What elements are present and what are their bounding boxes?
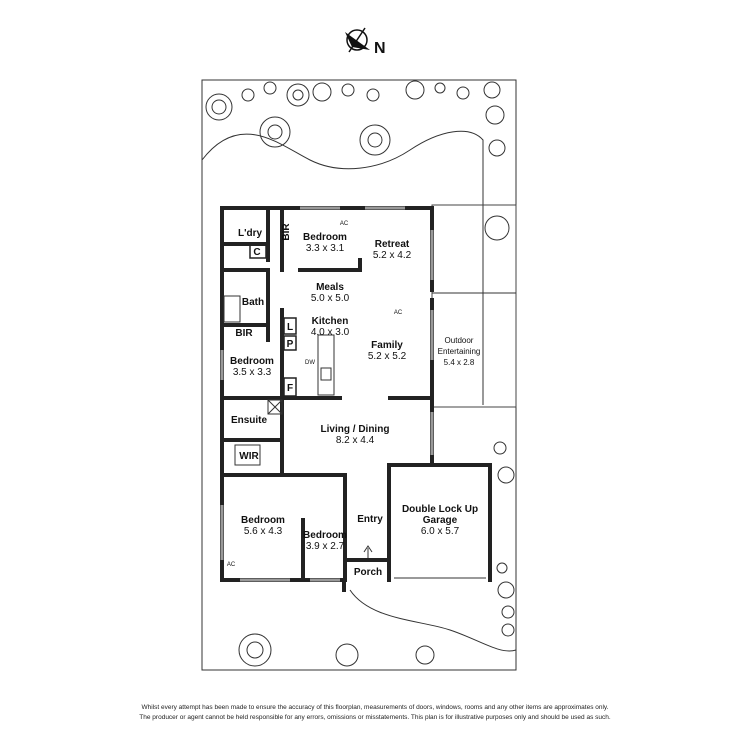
tree-icon xyxy=(335,643,359,667)
tree-icon xyxy=(205,93,233,121)
cupboard-label-p: P xyxy=(287,339,294,350)
tree-icon xyxy=(312,82,332,102)
tree-icon xyxy=(359,124,391,156)
interior-wall xyxy=(298,258,362,272)
room-name-porch: Porch xyxy=(354,567,382,578)
room-name-wir: WIR xyxy=(239,451,259,462)
tree-icon xyxy=(483,81,501,99)
room-name-outdoor: Outdoor xyxy=(445,336,474,345)
appliance-label-dw: DW xyxy=(305,360,315,366)
room-name-bedroom-top: Bedroom xyxy=(303,232,347,243)
room-name-bedroom-mid: Bedroom xyxy=(230,356,274,367)
room-size-living: 8.2 x 4.4 xyxy=(336,435,375,446)
tree-icon xyxy=(341,83,355,97)
garden-path-top xyxy=(201,130,484,405)
room-size-kitchen: 4.0 x 3.0 xyxy=(311,327,350,338)
tree-icon xyxy=(286,83,310,107)
tree-icon xyxy=(456,86,470,100)
tree-icon xyxy=(405,80,425,100)
room-size-garage: 6.0 x 5.7 xyxy=(421,526,460,537)
room-name-bir-top: BIR xyxy=(281,223,292,241)
room-name-kitchen: Kitchen xyxy=(312,316,349,327)
garden-path-bottom xyxy=(349,589,517,652)
room-name-meals: Meals xyxy=(316,282,344,293)
room-size-retreat: 5.2 x 4.2 xyxy=(373,250,412,261)
tree-icon xyxy=(415,645,435,665)
room-name-bedroom-small: Bedroom xyxy=(303,530,347,541)
room-name-family: Family xyxy=(371,340,403,351)
tree-icon xyxy=(238,633,272,667)
room-name-c: C xyxy=(253,247,260,258)
tree-icon xyxy=(434,82,446,94)
room-size-bedroom-small: 3.9 x 2.7 xyxy=(306,541,345,552)
cupboard-label-f: F xyxy=(287,383,293,394)
tree-icon xyxy=(488,139,506,157)
tree-icon xyxy=(484,215,510,241)
room-size-outdoor: 5.4 x 2.8 xyxy=(444,358,475,367)
room-name-garage: Double Lock Up xyxy=(402,504,478,515)
room-name-bir-mid: BIR xyxy=(235,328,253,339)
room-size-family: 5.2 x 5.2 xyxy=(368,351,407,362)
linen-cupboard xyxy=(283,317,297,335)
north-label: N xyxy=(374,40,386,57)
tree-icon xyxy=(497,581,515,599)
tree-icon xyxy=(366,88,380,102)
room-name-bath: Bath xyxy=(242,297,264,308)
room-name-retreat: Retreat xyxy=(375,239,410,250)
c-cupboard xyxy=(249,243,267,259)
shower-icon xyxy=(267,399,283,415)
room-name-garage-2: Garage xyxy=(423,515,458,526)
room-name-ensuite: Ensuite xyxy=(231,415,268,426)
tree-icon xyxy=(493,441,507,455)
ac-unit-label: AC xyxy=(227,562,236,568)
room-name-outdoor-2: Entertaining xyxy=(438,347,481,356)
ac-unit-label: AC xyxy=(340,221,349,227)
tree-icon xyxy=(259,116,291,148)
disclaimer-line-1: Whilst every attempt has been made to en… xyxy=(141,704,609,711)
sink-icon xyxy=(320,367,332,381)
room-size-bedroom-mid: 3.5 x 3.3 xyxy=(233,367,272,378)
garage-wall xyxy=(387,463,492,582)
tree-icon xyxy=(241,88,255,102)
room-name-living: Living / Dining xyxy=(321,424,390,435)
room-size-bedroom-master: 5.6 x 4.3 xyxy=(244,526,283,537)
north-arrow-icon xyxy=(345,27,370,53)
fridge-space xyxy=(283,377,297,397)
wir-outline xyxy=(234,444,261,466)
room-name-laundry: L'dry xyxy=(238,228,262,239)
room-name-entry: Entry xyxy=(357,514,383,525)
cupboard-label-l: L xyxy=(287,322,293,333)
bathtub-icon xyxy=(223,295,241,323)
room-size-bedroom-top: 3.3 x 3.1 xyxy=(306,243,345,254)
tree-icon xyxy=(497,466,515,484)
kitchen-island xyxy=(317,334,335,396)
tree-icon xyxy=(263,81,277,95)
pantry-cupboard xyxy=(283,335,297,351)
tree-icon xyxy=(485,105,505,125)
tree-icon xyxy=(501,605,515,619)
ac-unit-label: AC xyxy=(394,310,403,316)
room-name-bedroom-master: Bedroom xyxy=(241,515,285,526)
outdoor-area-outline xyxy=(431,204,517,408)
disclaimer-line-2: The producer or agent cannot be held res… xyxy=(139,714,611,721)
entry-arrow-icon xyxy=(363,545,373,558)
tree-icon xyxy=(496,562,508,574)
tree-icon xyxy=(501,623,515,637)
room-size-meals: 5.0 x 5.0 xyxy=(311,293,350,304)
